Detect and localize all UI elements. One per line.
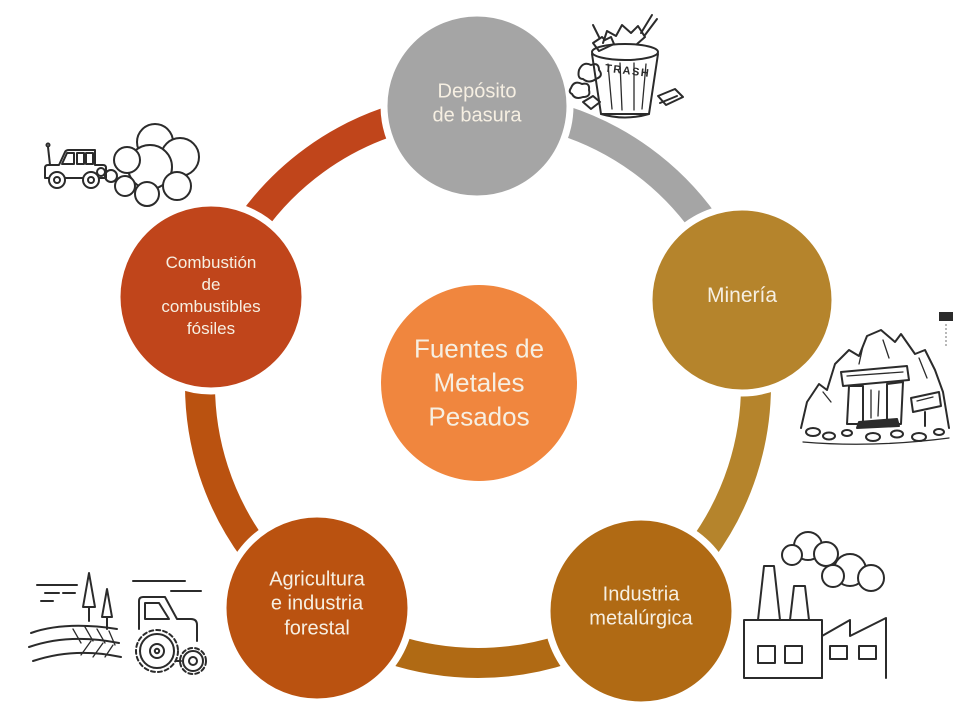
trash-can-label: TRASH bbox=[604, 63, 651, 80]
smoke-cloud bbox=[96, 123, 200, 207]
node-circle-mineria bbox=[645, 203, 839, 397]
node-circle-industria bbox=[543, 513, 739, 709]
factory-smoke bbox=[781, 531, 885, 592]
node-circles bbox=[113, 9, 839, 709]
node-circle-agricultura bbox=[219, 510, 415, 706]
node-circle-deposito bbox=[380, 9, 574, 203]
tractor-icon bbox=[132, 580, 207, 675]
truck-exhaust-icon bbox=[44, 123, 200, 207]
node-circle-combustion bbox=[113, 199, 309, 395]
factory-icon bbox=[743, 531, 887, 679]
factory-buildings bbox=[743, 565, 887, 679]
center-circle bbox=[381, 285, 577, 481]
field-icon bbox=[28, 572, 122, 662]
trash-can-icon: TRASH bbox=[568, 14, 684, 119]
field-tractor-icon bbox=[28, 572, 207, 675]
mine-entrance-icon bbox=[800, 312, 953, 445]
watermark bbox=[939, 312, 953, 348]
truck bbox=[44, 142, 107, 189]
